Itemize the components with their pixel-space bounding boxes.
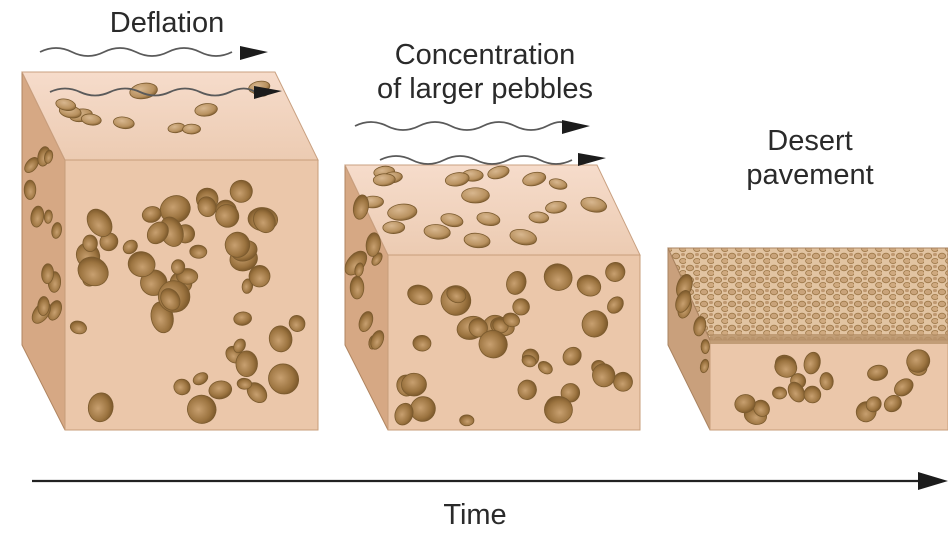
pebble xyxy=(383,221,405,233)
pebble xyxy=(462,188,490,203)
block3-pavement-top xyxy=(668,248,948,340)
pebble xyxy=(701,340,709,354)
wind-arrow-icon xyxy=(562,120,590,134)
label-concentration-line2: of larger pebbles xyxy=(350,72,620,106)
pebble xyxy=(401,373,427,397)
block-stage-3 xyxy=(668,248,948,430)
wind-line-3 xyxy=(355,122,567,130)
label-desert-pavement: Desert pavement xyxy=(710,124,910,192)
wind-line-1 xyxy=(40,48,232,56)
pebble xyxy=(183,124,201,134)
label-desert-pavement-line2: pavement xyxy=(710,158,910,192)
time-arrow-icon xyxy=(918,472,948,490)
pebble xyxy=(350,276,364,299)
pebble xyxy=(82,235,97,252)
wind-arrow-icon xyxy=(578,153,606,166)
wind-arrow-icon xyxy=(240,46,268,60)
pebble xyxy=(459,415,474,426)
pebble xyxy=(544,396,572,423)
wind-line-4 xyxy=(380,156,572,164)
block3-pavement-edge xyxy=(710,334,948,344)
pebble xyxy=(24,180,36,199)
label-time: Time xyxy=(420,498,530,532)
time-axis xyxy=(32,472,948,490)
pebble xyxy=(772,387,786,399)
label-desert-pavement-line1: Desert xyxy=(710,124,910,158)
label-concentration-line1: Concentration xyxy=(350,38,620,72)
label-deflation: Deflation xyxy=(92,6,242,40)
label-concentration: Concentration of larger pebbles xyxy=(350,38,620,106)
pebble xyxy=(236,351,258,377)
